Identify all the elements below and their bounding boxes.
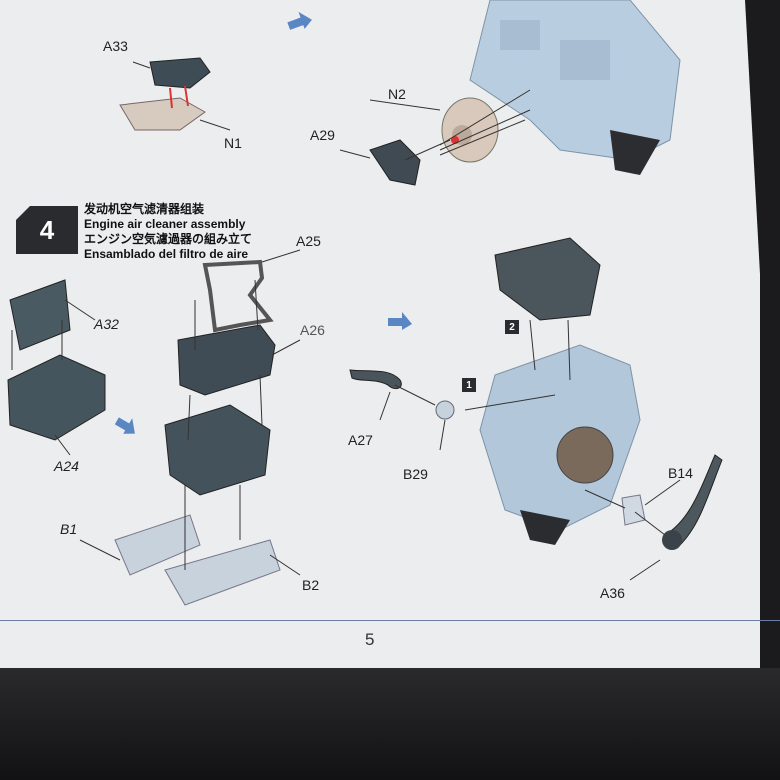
part-air-box bbox=[494, 237, 601, 321]
part-label-n2: N2 bbox=[388, 86, 406, 102]
page-number: 5 bbox=[365, 630, 375, 649]
part-label-n1: N1 bbox=[224, 135, 242, 151]
part-a27 bbox=[349, 369, 402, 390]
part-label-a24: A24 bbox=[54, 458, 79, 474]
part-b1 bbox=[114, 514, 201, 576]
part-label-b1: B1 bbox=[60, 521, 78, 537]
part-label-a32: A32 bbox=[94, 316, 119, 332]
page-border-line bbox=[0, 620, 780, 621]
part-b2 bbox=[164, 539, 281, 606]
substep-badge: 1 bbox=[462, 378, 476, 392]
engine-side-view bbox=[479, 344, 641, 531]
part-b14 bbox=[621, 494, 646, 526]
step-title-en: Engine air cleaner assembly bbox=[84, 217, 246, 231]
step-title-ja: エンジン空気濾過器の組み立て bbox=[84, 232, 253, 246]
part-a33 bbox=[149, 57, 211, 89]
step-number-badge: 4 bbox=[16, 206, 78, 254]
direction-arrow-icon bbox=[388, 312, 412, 330]
part-label-a33: A33 bbox=[103, 38, 128, 54]
part-a24 bbox=[7, 354, 106, 441]
substep-badge: 2 bbox=[505, 320, 519, 334]
part-label-a29: A29 bbox=[310, 127, 335, 143]
step-title-zh: 发动机空气滤清器组装 bbox=[84, 202, 205, 216]
part-a25 bbox=[202, 259, 274, 333]
direction-arrow-icon bbox=[287, 11, 312, 30]
part-a32 bbox=[9, 279, 71, 351]
part-a29 bbox=[369, 139, 421, 186]
part-label-b2: B2 bbox=[302, 577, 320, 593]
table-surface bbox=[0, 668, 780, 780]
part-label-a26: A26 bbox=[300, 322, 325, 338]
step-number: 4 bbox=[39, 214, 55, 245]
part-label-a25: A25 bbox=[296, 233, 321, 249]
part-n2 bbox=[441, 97, 499, 163]
step-title-es: Ensamblado del filtro de aire bbox=[84, 247, 249, 261]
part-a26 bbox=[177, 324, 276, 396]
engine-top-view bbox=[469, 0, 681, 175]
step-titles: 发动机空气滤清器组装 Engine air cleaner assembly エ… bbox=[84, 202, 252, 262]
part-label-b14: B14 bbox=[668, 465, 693, 481]
part-a36 bbox=[664, 454, 723, 546]
direction-arrow-icon bbox=[114, 417, 135, 434]
part-label-a27: A27 bbox=[348, 432, 373, 448]
part-b29 bbox=[435, 400, 455, 420]
part-label-a36: A36 bbox=[600, 585, 625, 601]
part-n1 bbox=[119, 97, 206, 131]
part-label-b29: B29 bbox=[403, 466, 428, 482]
